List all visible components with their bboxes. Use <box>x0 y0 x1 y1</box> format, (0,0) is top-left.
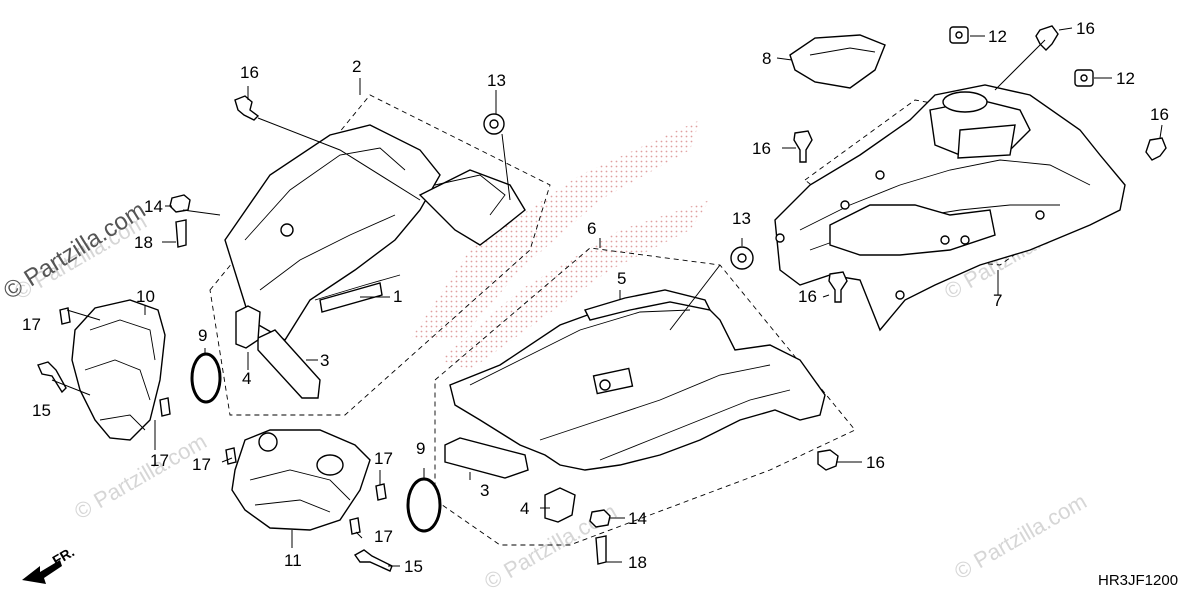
bolt-icon <box>225 447 237 465</box>
callout-3: 3 <box>480 481 489 500</box>
callout-13: 13 <box>732 209 751 228</box>
strip-part <box>257 329 529 479</box>
callout-1: 1 <box>393 287 402 306</box>
bolt-icon <box>349 517 361 535</box>
callout-9: 9 <box>416 439 425 458</box>
callout-5: 5 <box>617 269 626 288</box>
arrow-icon <box>22 560 62 584</box>
rear-fender-part <box>449 289 826 471</box>
callout-7: 7 <box>993 291 1002 310</box>
diagram-code: HR3JF1200 <box>1098 572 1178 589</box>
clip-icon <box>1145 137 1167 161</box>
callout-labels: 16 2 13 1 3 4 9 14 18 10 17 15 17 17 17 … <box>22 19 1169 576</box>
watermark-text: © Partzilla.com <box>0 196 150 305</box>
clip-icon <box>234 95 260 121</box>
watermark-text: © Partzilla.com <box>70 429 211 525</box>
clip-icon <box>828 271 848 303</box>
callout-17: 17 <box>374 449 393 468</box>
callout-16: 16 <box>752 139 771 158</box>
callout-17: 17 <box>150 451 169 470</box>
bolt-icon <box>159 397 171 417</box>
clip-icon <box>793 130 813 163</box>
callout-14: 14 <box>144 197 163 216</box>
inner-cover-right-part <box>231 429 371 531</box>
callout-16: 16 <box>798 287 817 306</box>
callout-13: 13 <box>487 71 506 90</box>
callout-12: 12 <box>988 27 1007 46</box>
callout-14: 14 <box>628 509 647 528</box>
inner-cover-left-part <box>71 299 166 441</box>
callout-17: 17 <box>22 315 41 334</box>
grommet-icon <box>483 113 505 135</box>
callout-2: 2 <box>352 57 361 76</box>
bolt-icon <box>59 307 71 325</box>
cover-cap-part <box>789 34 886 89</box>
bolt-icon <box>37 361 67 394</box>
clip-icon <box>817 449 839 471</box>
callout-8: 8 <box>762 49 771 68</box>
bolt-icon <box>353 549 393 572</box>
callout-16: 16 <box>866 453 885 472</box>
nut-icon <box>589 509 611 528</box>
callout-10: 10 <box>136 287 155 306</box>
callout-17: 17 <box>374 527 393 546</box>
callout-15: 15 <box>32 401 51 420</box>
callout-18: 18 <box>134 233 153 252</box>
nut-icon <box>1074 69 1094 87</box>
seal-ring-part <box>190 352 442 533</box>
rear-carrier-part <box>774 84 1126 332</box>
watermark-text: © Partzilla.com <box>950 489 1091 585</box>
callout-18: 18 <box>628 553 647 572</box>
callout-4: 4 <box>520 499 529 518</box>
nut-icon <box>949 26 969 44</box>
callout-16: 16 <box>1076 19 1095 38</box>
assembly-frame-rear-fender <box>434 247 856 546</box>
nut-icon <box>169 194 191 213</box>
callout-12: 12 <box>1116 69 1135 88</box>
callout-16: 16 <box>1150 105 1169 124</box>
callout-11: 11 <box>284 551 302 570</box>
callout-6: 6 <box>587 219 596 238</box>
bolt-icon <box>175 219 187 248</box>
grommet-icon <box>730 246 754 270</box>
callout-15: 15 <box>404 557 423 576</box>
wing-logo-watermark <box>410 120 710 370</box>
direction-arrow: FR. <box>22 543 77 584</box>
assembly-frame-front-fender <box>209 94 551 416</box>
callout-4: 4 <box>242 369 251 388</box>
leader-lines <box>51 27 1163 567</box>
callout-16: 16 <box>240 63 259 82</box>
callout-17: 17 <box>192 455 211 474</box>
callout-9: 9 <box>198 326 207 345</box>
pad-part <box>235 305 576 523</box>
bolt-icon <box>595 535 607 565</box>
bolt-icon <box>375 483 387 501</box>
callout-3: 3 <box>320 351 329 370</box>
